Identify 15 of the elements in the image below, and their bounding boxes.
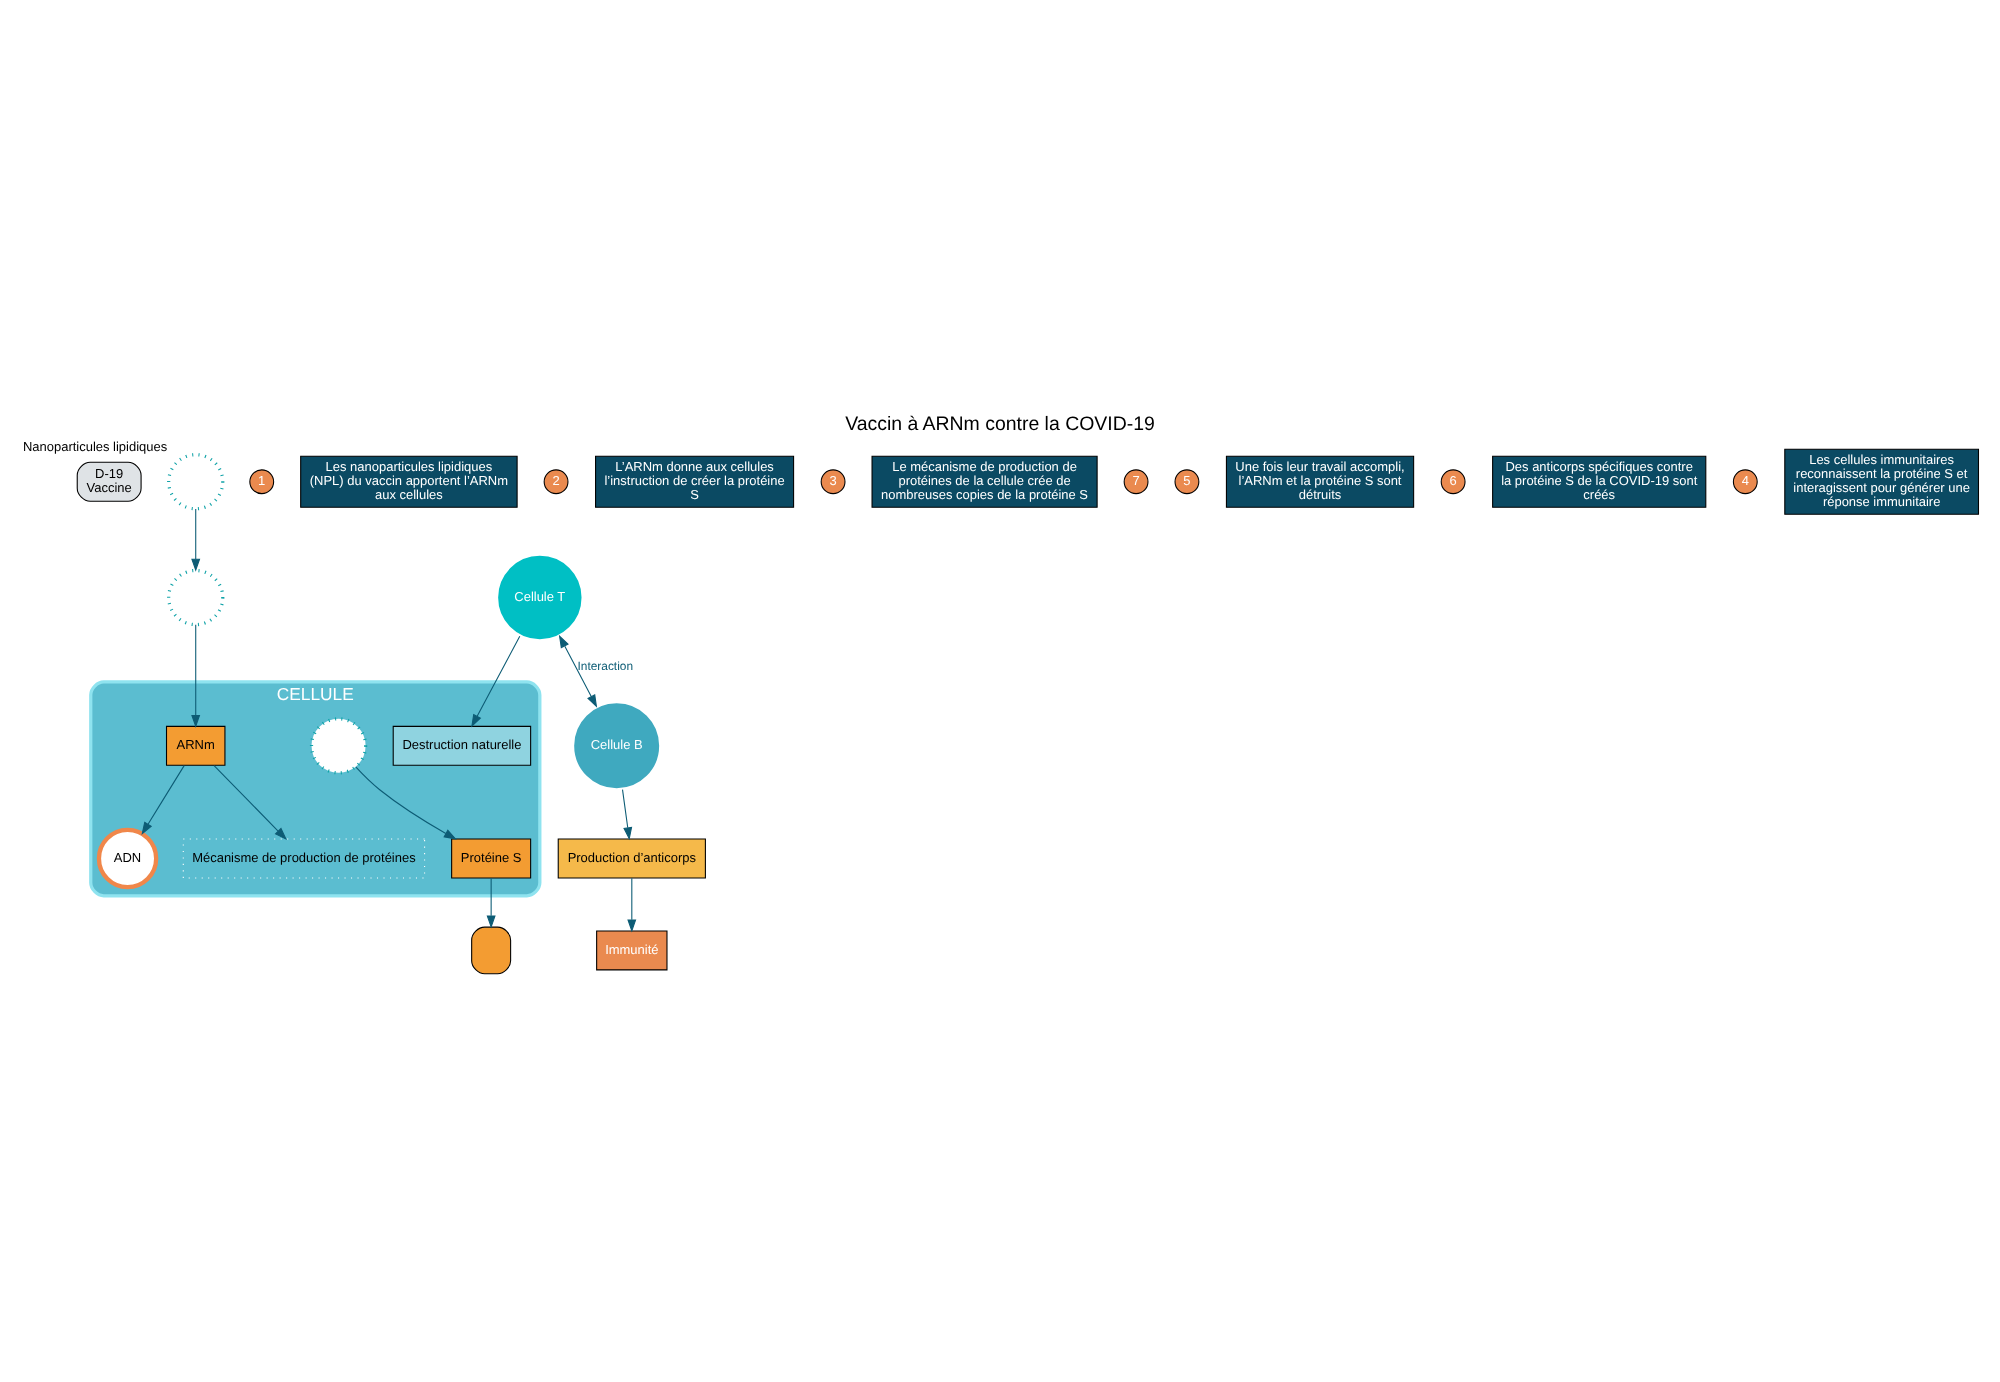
arrow [471, 634, 521, 727]
arrow [558, 633, 598, 707]
arrow [627, 876, 637, 932]
diagram-title: Vaccin à ARNm contre la COVID-19 [845, 413, 1155, 436]
node-circle [167, 567, 225, 626]
arrow [213, 764, 287, 840]
node-circle [167, 452, 225, 510]
arrow [622, 788, 633, 840]
arrow [486, 876, 496, 928]
node-circle [309, 716, 368, 774]
arrow [191, 507, 201, 571]
arrow [141, 764, 185, 834]
node-box [471, 925, 512, 974]
arrow [355, 765, 457, 839]
arrow [191, 623, 201, 727]
